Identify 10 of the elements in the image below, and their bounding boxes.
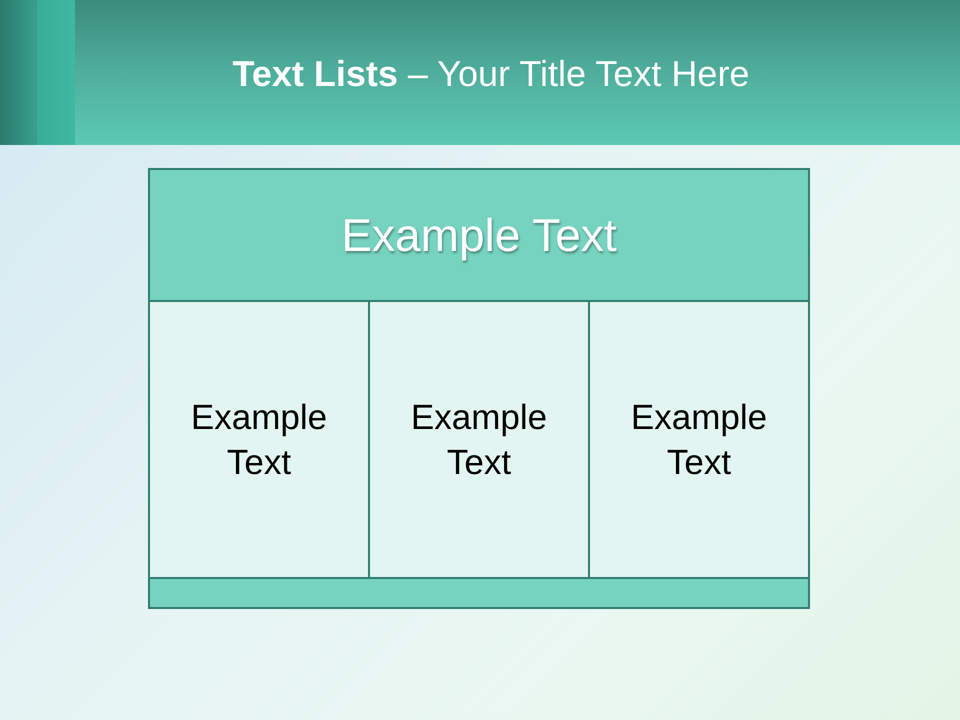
footer-bar: [148, 577, 810, 609]
column-panel: [588, 300, 810, 579]
slide-title: Text Lists – Your Title Text Here: [232, 52, 750, 96]
panel-text: Example Text: [410, 396, 548, 484]
panel-text: Example Text: [630, 396, 768, 484]
column-panel: [368, 300, 590, 579]
column-panel: [148, 300, 370, 579]
panel-heading: Example Text: [341, 208, 617, 262]
panel-text: Example Text: [190, 396, 328, 484]
header-panel: [148, 168, 810, 302]
